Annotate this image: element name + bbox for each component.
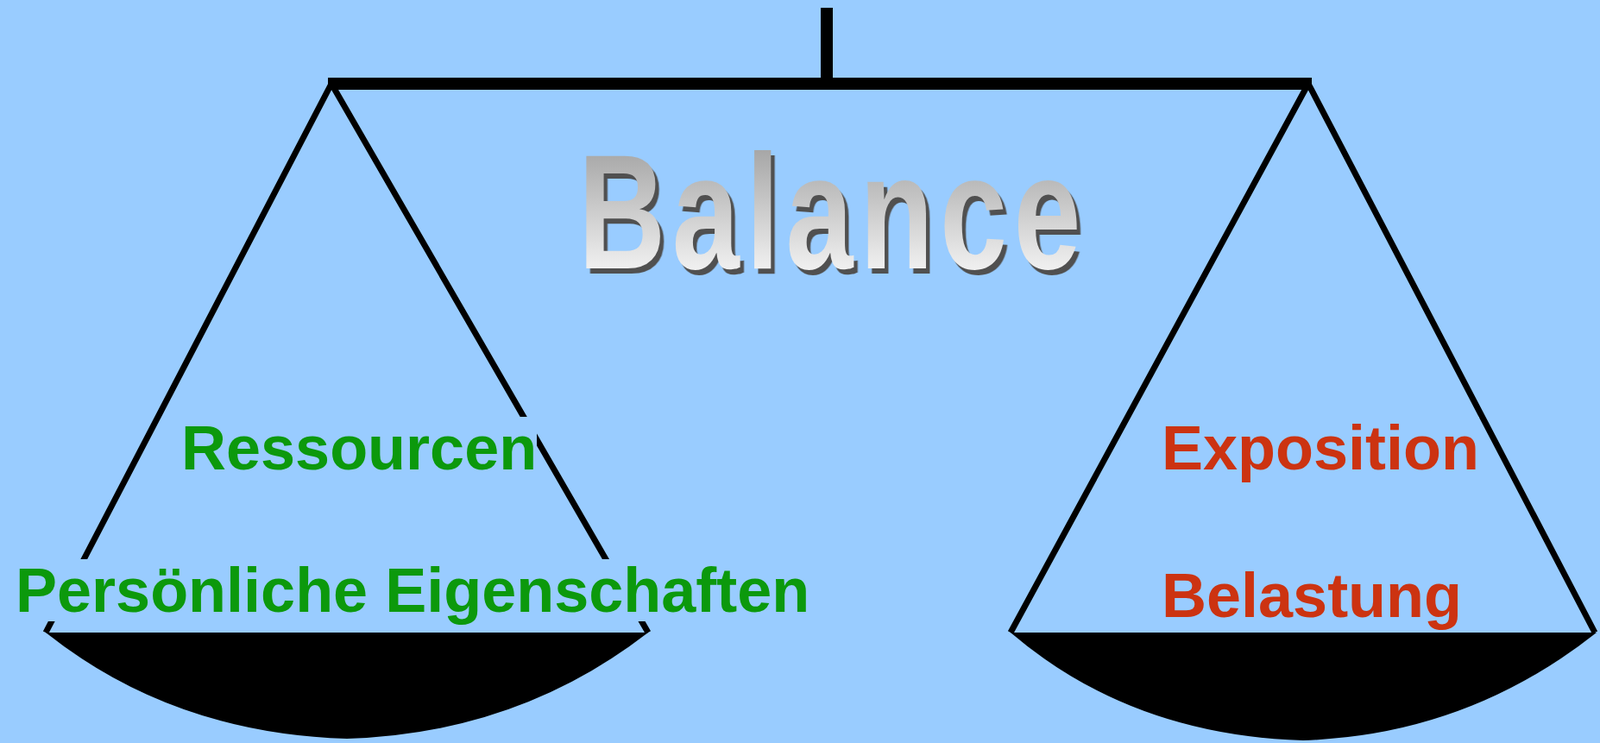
left-pan-strings	[45, 83, 649, 633]
scale-beam	[327, 77, 1312, 90]
right-pan	[1010, 632, 1597, 741]
title: Balance	[578, 129, 1088, 294]
scale-label: Belastung	[1161, 564, 1462, 627]
scale-post	[820, 7, 833, 80]
left-pan	[45, 632, 649, 739]
scale-label: Exposition	[1161, 416, 1480, 479]
right-pan-strings	[1010, 83, 1595, 633]
scale-label: Ressourcen	[181, 416, 537, 479]
scale-label: Persönliche Eigenschaften	[15, 559, 810, 622]
